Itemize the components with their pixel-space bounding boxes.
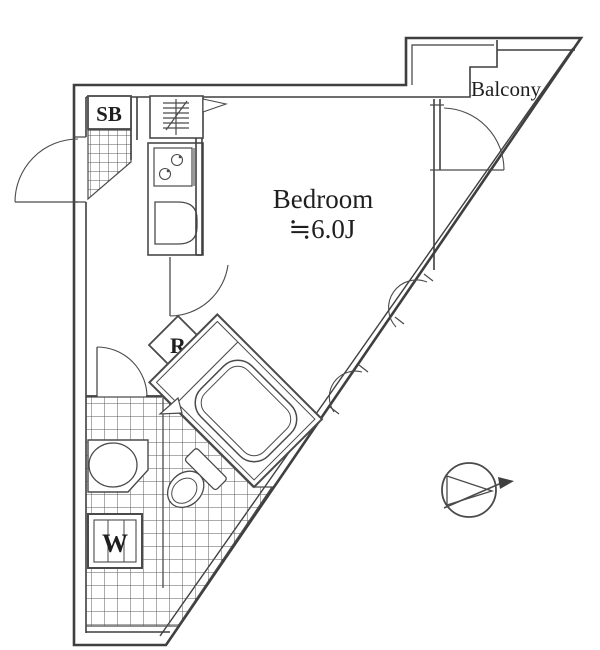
stove xyxy=(153,147,195,187)
bath-door xyxy=(158,396,183,415)
kitchen-counter xyxy=(147,142,204,256)
bath-unit xyxy=(148,313,324,489)
entrance-door xyxy=(14,138,79,203)
kitchen-sink xyxy=(154,201,198,245)
shoe-box: SB xyxy=(87,95,132,130)
balcony-door xyxy=(430,99,505,270)
washing-machine-label: W xyxy=(102,529,128,558)
kitchen-door xyxy=(169,257,229,317)
washbasin xyxy=(87,439,149,493)
north-indicator xyxy=(441,462,514,518)
washroom-door xyxy=(86,346,162,398)
kitchen-bedroom-wall xyxy=(195,138,203,256)
water-heater-closet xyxy=(149,95,229,139)
shoe-box-label: SB xyxy=(96,102,122,126)
toilet xyxy=(166,448,227,509)
bathtub xyxy=(194,359,298,463)
balcony-label: Balcony xyxy=(471,77,541,101)
bedroom-label: Bedroom xyxy=(273,184,374,214)
diagonal-windows xyxy=(328,273,434,415)
bedroom-size-label: ≒6.0J xyxy=(289,214,356,244)
washing-machine: W xyxy=(87,513,143,569)
